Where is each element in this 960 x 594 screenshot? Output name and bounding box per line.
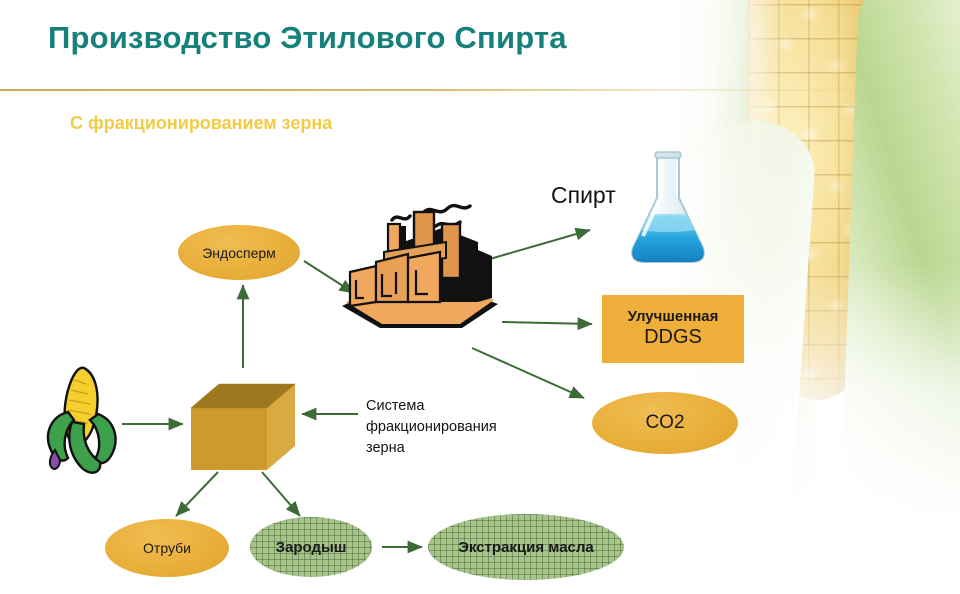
node-bran-label: Отруби [143,540,191,556]
arrow-factory-to-flask [475,227,591,264]
node-ddgs-label-line2: DDGS [644,326,702,349]
fraction-system-line-2: фракционирования [366,419,497,435]
node-oil-extraction-label: Экстракция масла [458,538,594,556]
arrow-factory-to-ddgs [501,317,593,331]
page-subtitle: С фракционированием зерна [70,113,333,133]
factory-icon [336,198,504,348]
arrow-factory-to-co2 [471,347,585,399]
title-divider [0,89,960,91]
node-endosperm[interactable]: Эндосперм [178,225,300,280]
node-co2[interactable]: CO2 [592,392,738,454]
corn-cob-icon [38,360,136,478]
arrow-endosperm-to-factory [303,260,355,294]
node-ddgs[interactable]: Улучшенная DDGS [602,295,744,363]
cube-icon [189,380,297,472]
page-title: Производство Этилового Спирта [48,20,567,55]
node-oil-extraction[interactable]: Экстракция масла [428,514,624,580]
fraction-system-line-3: зерна [366,440,405,456]
node-fraction-system-label: Система фракционирования зерна [366,396,546,459]
node-ddgs-label-line1: Улучшенная [627,307,719,325]
node-germ-label: Зародыш [275,538,347,556]
node-alcohol-label: Спирт [551,182,616,208]
node-endosperm-label: Эндосперм [202,244,276,261]
node-germ[interactable]: Зародыш [250,517,372,577]
fraction-system-line-1: Система [366,398,425,414]
flask-icon [625,148,711,274]
arrow-cube-to-bran [175,471,219,517]
node-bran[interactable]: Отруби [105,519,229,577]
node-co2-label: CO2 [645,412,685,433]
arrow-cube-to-germ [261,471,301,517]
